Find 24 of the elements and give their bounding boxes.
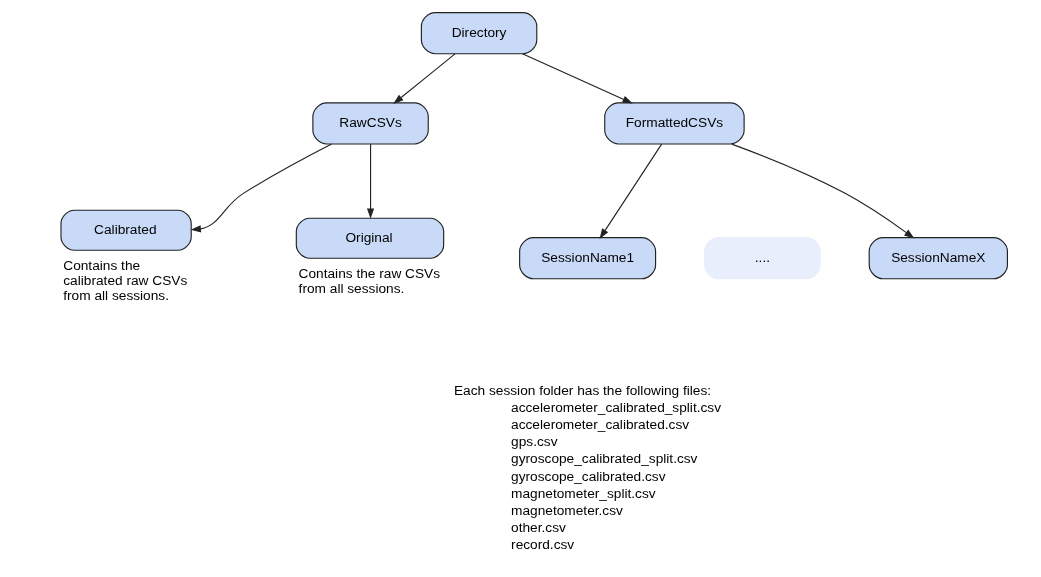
label: magnetometer_split.csv [511, 485, 656, 501]
arrow [366, 143, 375, 219]
label: accelerometer_calibrated_split.csv [511, 399, 722, 415]
label: accelerometer_calibrated.csv [511, 417, 690, 433]
label: gyroscope_calibrated_split.csv [511, 451, 698, 467]
node-box: FormattedCSVs [604, 102, 745, 145]
label: gyroscope_calibrated.csv [511, 468, 666, 484]
node-box: SessionNameX [868, 237, 1008, 280]
arrow [393, 53, 456, 104]
arrow [190, 143, 333, 233]
label: Each session folder has the following files: [453, 382, 712, 398]
arrow [599, 143, 663, 239]
arrow [521, 53, 633, 104]
arrow [731, 143, 915, 239]
node-box: RawCSVs [312, 102, 429, 145]
label: magnetometer.csv [511, 502, 623, 518]
node-box: Directory [420, 12, 538, 55]
label: other.csv [511, 519, 566, 535]
label: record.csv [511, 537, 575, 553]
node-label: Contains the calibrated raw CSVs from all sessions. [63, 258, 188, 304]
node-box: .... [704, 237, 821, 280]
label: gps.csv [511, 434, 558, 450]
node-label: Contains the raw CSVs from all sessions. [298, 266, 441, 297]
node-box: SessionName1 [519, 237, 657, 280]
